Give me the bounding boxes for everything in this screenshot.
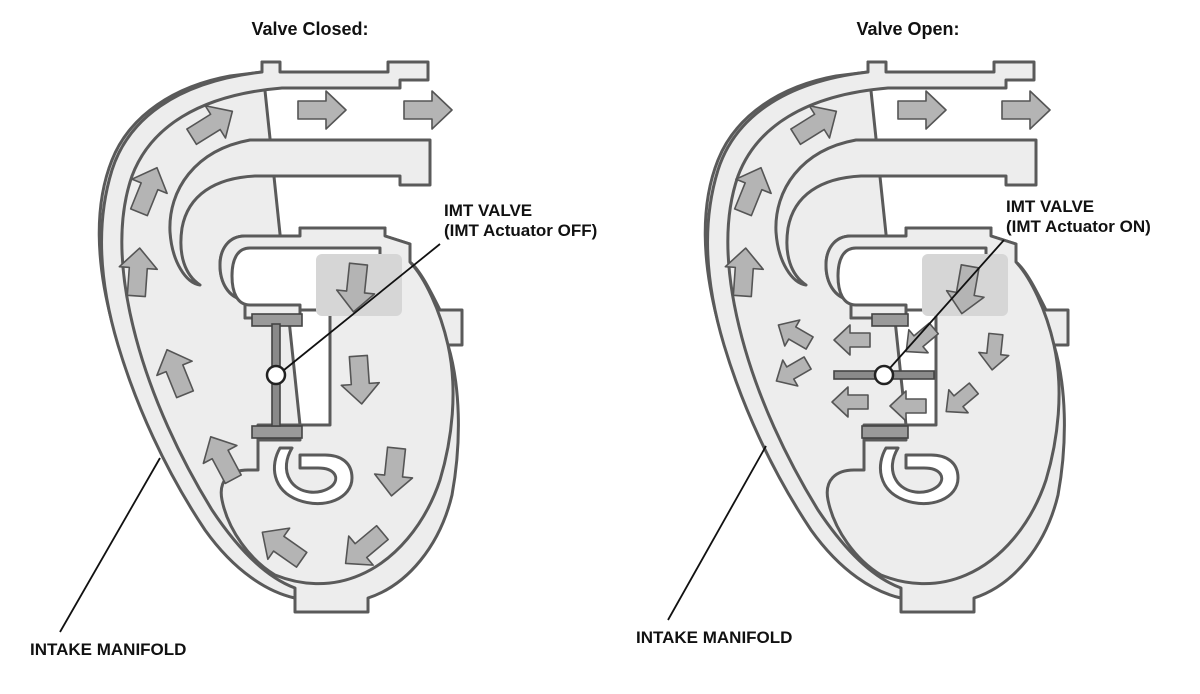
- flow-arrow: [897, 90, 947, 130]
- lower-loop: [272, 446, 354, 506]
- valve-leader-line: [889, 239, 1005, 369]
- flow-arrow: [1001, 90, 1051, 130]
- lower-loop: [878, 446, 960, 506]
- valve-seat-lower: [251, 425, 303, 439]
- valve-label-line2: (IMT Actuator OFF): [444, 221, 597, 240]
- runner-inner-wall: [168, 138, 432, 287]
- valve-leader-line: [283, 243, 441, 371]
- imt-valve-open: [833, 313, 935, 439]
- valve-label-line2: (IMT Actuator ON): [1006, 217, 1151, 236]
- panel-title: Valve Open:: [856, 19, 959, 39]
- manifold-leader-line: [667, 445, 767, 621]
- manifold-label: INTAKE MANIFOLD: [636, 628, 792, 647]
- valve-seat-lower: [861, 425, 909, 439]
- manifold-leader-line: [59, 457, 161, 633]
- panel-valve-open: Valve Open:: [636, 19, 1151, 647]
- flow-arrow: [403, 90, 453, 130]
- outer-passage-wall: [706, 60, 1036, 600]
- panel-valve-closed: Valve Closed:: [30, 19, 597, 659]
- imt-valve-closed: [251, 313, 303, 439]
- panel-title: Valve Closed:: [251, 19, 368, 39]
- outer-passage-wall: [100, 60, 430, 600]
- runner-inner-wall: [774, 138, 1038, 287]
- manifold-label: INTAKE MANIFOLD: [30, 640, 186, 659]
- flow-arrow: [297, 90, 347, 130]
- valve-pivot: [873, 364, 895, 386]
- valve-pivot: [265, 364, 287, 386]
- valve-label-line1: IMT VALVE: [1006, 197, 1094, 216]
- valve-label-line1: IMT VALVE: [444, 201, 532, 220]
- valve-seat-upper: [871, 313, 909, 327]
